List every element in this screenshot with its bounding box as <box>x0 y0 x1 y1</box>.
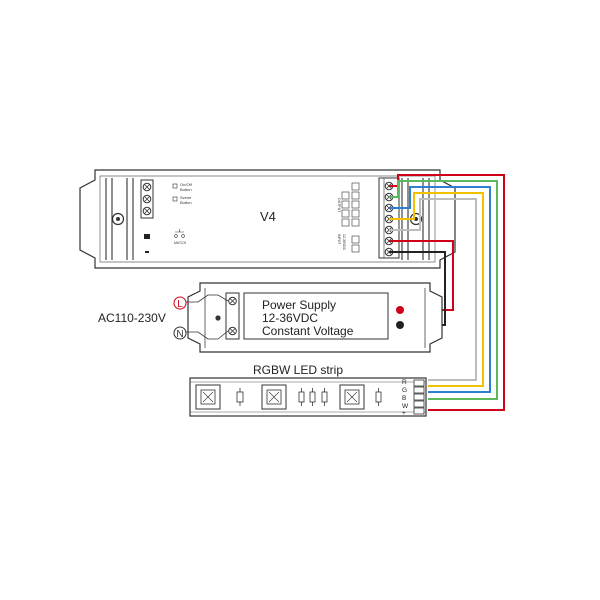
strip-pin-r: R <box>402 379 407 386</box>
live-label: L <box>177 299 183 310</box>
led-chip-icon <box>339 384 365 410</box>
led-strip-outline <box>189 377 427 417</box>
psu-line-1: Power Supply <box>262 298 336 312</box>
ac-input: L N AC110-230V <box>98 294 229 340</box>
input-label-1: INPUT <box>337 234 341 245</box>
solder-pad-icon <box>413 379 425 415</box>
power-supply-unit: Power Supply 12-36VDC Constant Voltage <box>187 282 443 353</box>
strip-pin-b: B <box>402 395 406 402</box>
neutral-terminal-icon <box>173 326 187 340</box>
controller-unit: On/Off Button Scene Button MATCH V4 OUTP… <box>79 169 456 269</box>
strip-pin-w: W <box>402 403 409 410</box>
output-label: OUTPUT <box>337 198 341 213</box>
match-switch-icon <box>174 229 185 238</box>
wire-w <box>389 192 484 387</box>
scene-label-2: Button <box>180 200 192 205</box>
onoff-button-icon <box>172 183 178 189</box>
led-chip-icon <box>261 384 287 410</box>
wire-g <box>389 180 498 400</box>
wire-common <box>389 198 477 381</box>
psu-label-panel <box>243 292 389 340</box>
neutral-label: N <box>176 329 183 340</box>
psu-line-2: 12-36VDC <box>262 311 318 325</box>
status-led-icon <box>144 234 150 239</box>
output-indicator-block <box>341 182 360 253</box>
scene-label-1: Scene <box>180 195 192 200</box>
live-terminal-icon <box>173 296 187 310</box>
left-terminal-screw-icon <box>142 182 152 216</box>
led-strip-label: RGBW LED strip <box>253 363 343 377</box>
ac-terminal-block <box>225 292 240 340</box>
onoff-label-1: On/Off <box>180 182 193 187</box>
onoff-label-2: Button <box>180 187 192 192</box>
wire-r <box>389 174 505 411</box>
psu-negative-terminal-icon <box>396 321 404 329</box>
strip-pin-plus: + <box>402 410 406 417</box>
psu-line-3: Constant Voltage <box>262 324 354 338</box>
input-label-2: 12-36VDC <box>342 234 346 251</box>
strip-pin-g: G <box>402 387 407 394</box>
scene-button-icon <box>172 196 178 202</box>
ac-terminal-screw-icon <box>228 296 237 336</box>
match-label: MATCH <box>174 241 187 245</box>
ac-voltage-label: AC110-230V <box>98 311 166 325</box>
resistor-icon <box>236 388 382 406</box>
led-chip-icon <box>195 384 221 410</box>
output-wires <box>389 174 505 411</box>
led-strip: RGBW LED strip R G <box>189 363 427 417</box>
model-label: V4 <box>260 209 276 224</box>
psu-positive-terminal-icon <box>396 306 404 314</box>
psu-mount-screw-icon <box>215 315 221 321</box>
wire-b <box>389 186 491 393</box>
